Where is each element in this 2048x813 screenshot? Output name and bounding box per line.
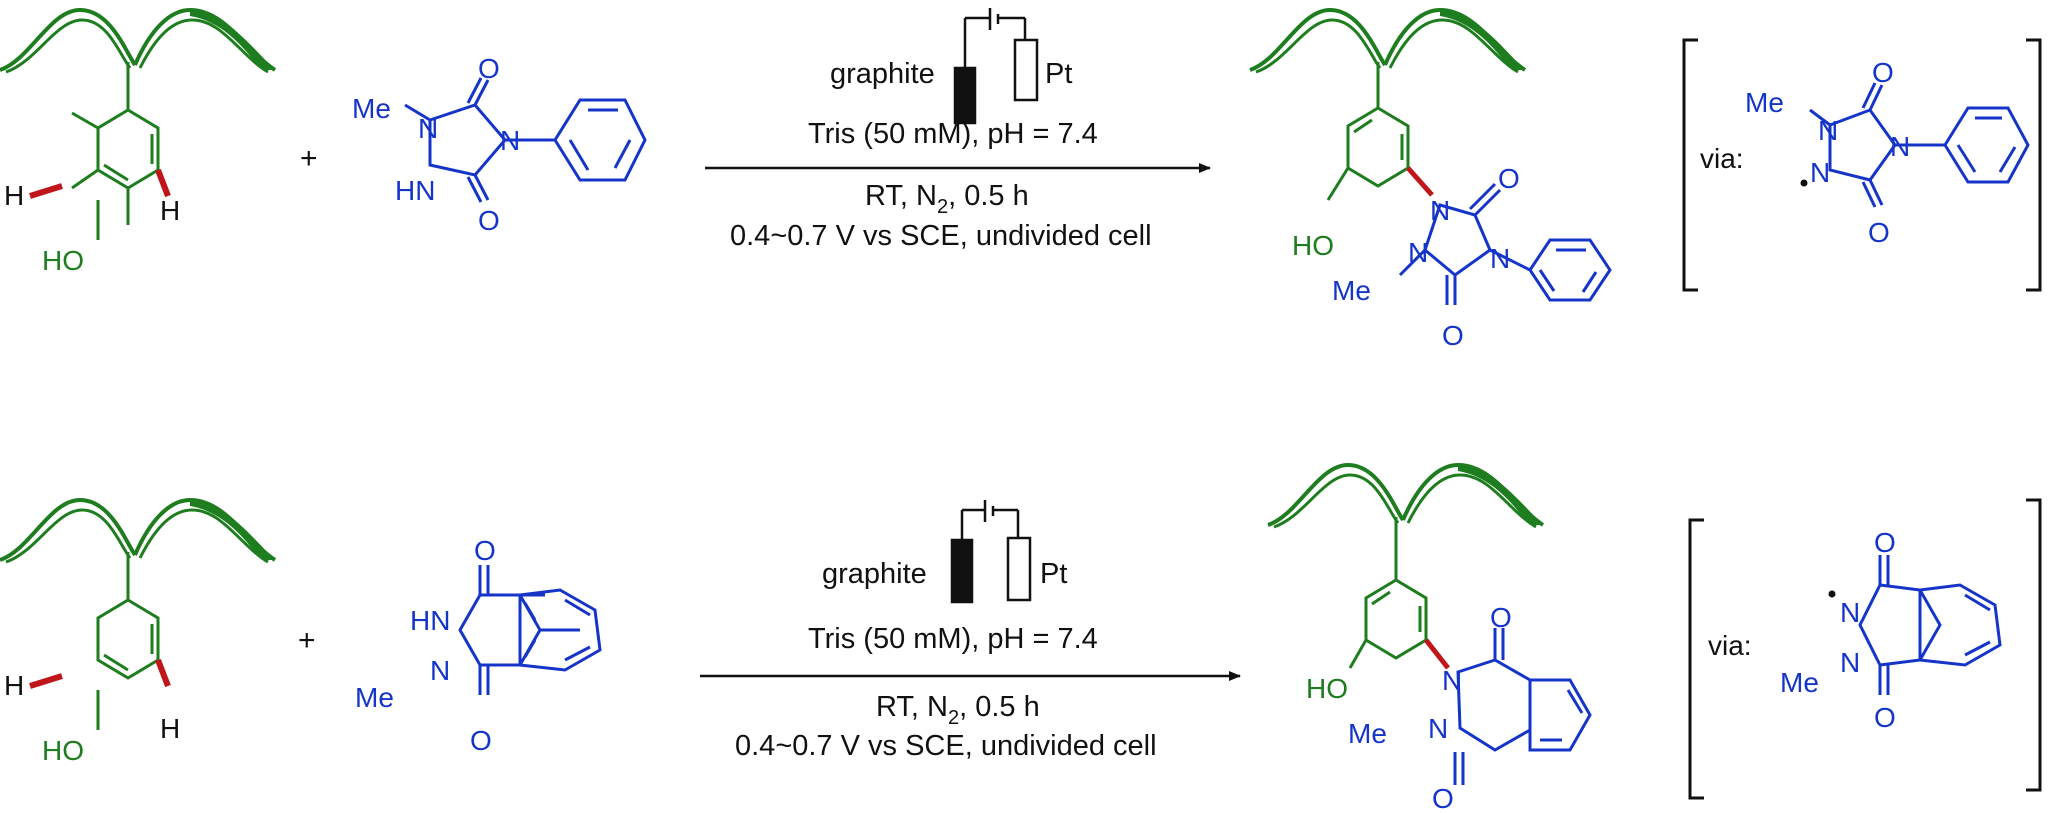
radical-intermediate-2: via: N N Me O O — [1688, 498, 2042, 800]
anode-label: graphite — [830, 58, 935, 90]
ch-bond-right — [155, 168, 171, 198]
hydroxyl-label: HO — [42, 245, 84, 276]
cathode-label-2: Pt — [1040, 558, 1067, 590]
product2-o-bottom: O — [1432, 783, 1454, 813]
radical-intermediate-1: via: Me N N N O O — [1682, 38, 2042, 292]
nitrogen-label-2: N — [430, 655, 450, 686]
product-methyl-label: Me — [1332, 275, 1371, 306]
buffer-conditions-2: Tris (50 mM), pH = 7.4 — [808, 623, 1098, 655]
product2-n1-label: N — [1442, 665, 1462, 696]
product2-methyl-label: Me — [1348, 718, 1387, 749]
cathode-label: Pt — [1045, 58, 1072, 90]
labeled-tyrosine-product-2: HO N N Me O O — [1266, 463, 1592, 813]
int1-methyl-label: Me — [1745, 87, 1784, 118]
temp-atmosphere-time: RT, N2, 0.5 h — [865, 180, 1029, 218]
buffer-conditions: Tris (50 mM), pH = 7.4 — [808, 118, 1098, 150]
product-o-bottom: O — [1442, 320, 1464, 351]
nh-label-2: HN — [410, 605, 450, 636]
carbonyl-o-bottom: O — [478, 205, 500, 236]
via-label-1: via: — [1700, 143, 1744, 174]
plus-sign: + — [300, 142, 318, 175]
int1-n1-label: N — [1818, 115, 1838, 146]
nitrogen-1-label: N — [418, 113, 438, 144]
product-n2-label: N — [1408, 237, 1428, 268]
electrode-cell-icon-2 — [950, 500, 1032, 604]
methyl-label: Me — [352, 93, 391, 124]
carbonyl-o-top: O — [478, 53, 500, 84]
h-atom-right-2: H — [160, 713, 180, 744]
carbonyl-o-top-2: O — [474, 535, 496, 566]
product-n4-label: N — [1490, 243, 1510, 274]
int2-o-bottom: O — [1874, 702, 1896, 733]
via-label-2: via: — [1708, 630, 1752, 661]
potential-cell-conditions-2: 0.4~0.7 V vs SCE, undivided cell — [735, 730, 1157, 762]
methyl-label-2: Me — [355, 682, 394, 713]
int1-o-top: O — [1872, 57, 1894, 88]
h-atom-left-2: H — [4, 670, 24, 701]
int1-o-bottom: O — [1868, 217, 1890, 248]
int2-methyl-label: Me — [1780, 667, 1819, 698]
urazole-reagent — [404, 77, 647, 203]
anode-label-2: graphite — [822, 558, 927, 590]
h-atom-right: H — [160, 195, 180, 226]
int2-n2-label: N — [1840, 647, 1860, 678]
int2-o-top: O — [1874, 527, 1896, 558]
product-hydroxyl-label: HO — [1292, 230, 1334, 261]
int2-n1-label: N — [1840, 597, 1860, 628]
plus-sign-2: + — [298, 624, 316, 657]
carbonyl-o-bottom-2: O — [470, 725, 492, 756]
product-hydroxyl-label-2: HO — [1306, 673, 1348, 704]
product-o-top: O — [1498, 163, 1520, 194]
reaction-1: H H HO + Me N HN N O O — [0, 8, 2042, 351]
nh-label: HN — [395, 175, 435, 206]
electrode-cell-icon — [953, 8, 1039, 125]
tyrosine-substrate-1: H H HO — [0, 8, 277, 276]
ch-bond-left — [29, 183, 63, 199]
temp-atmosphere-time-2: RT, N2, 0.5 h — [876, 691, 1040, 729]
product2-n2-label: N — [1428, 713, 1448, 744]
product2-o-top: O — [1490, 602, 1512, 633]
labeled-tyrosine-product-1: HO N N N Me O O — [1248, 8, 1612, 351]
h-atom-left: H — [4, 180, 24, 211]
tyrosine-substrate-2: H H HO — [0, 498, 277, 766]
int1-n4-label: N — [1890, 131, 1910, 162]
potential-cell-conditions: 0.4~0.7 V vs SCE, undivided cell — [730, 220, 1152, 252]
phthalhydrazide-reagent — [458, 565, 602, 695]
nitrogen-4-label: N — [500, 125, 520, 156]
product-n1-label: N — [1430, 195, 1450, 226]
reaction-2: H H HO + HN N Me O O — [0, 463, 2042, 813]
hydroxyl-label-2: HO — [42, 735, 84, 766]
int1-n2-label: N — [1810, 157, 1830, 188]
